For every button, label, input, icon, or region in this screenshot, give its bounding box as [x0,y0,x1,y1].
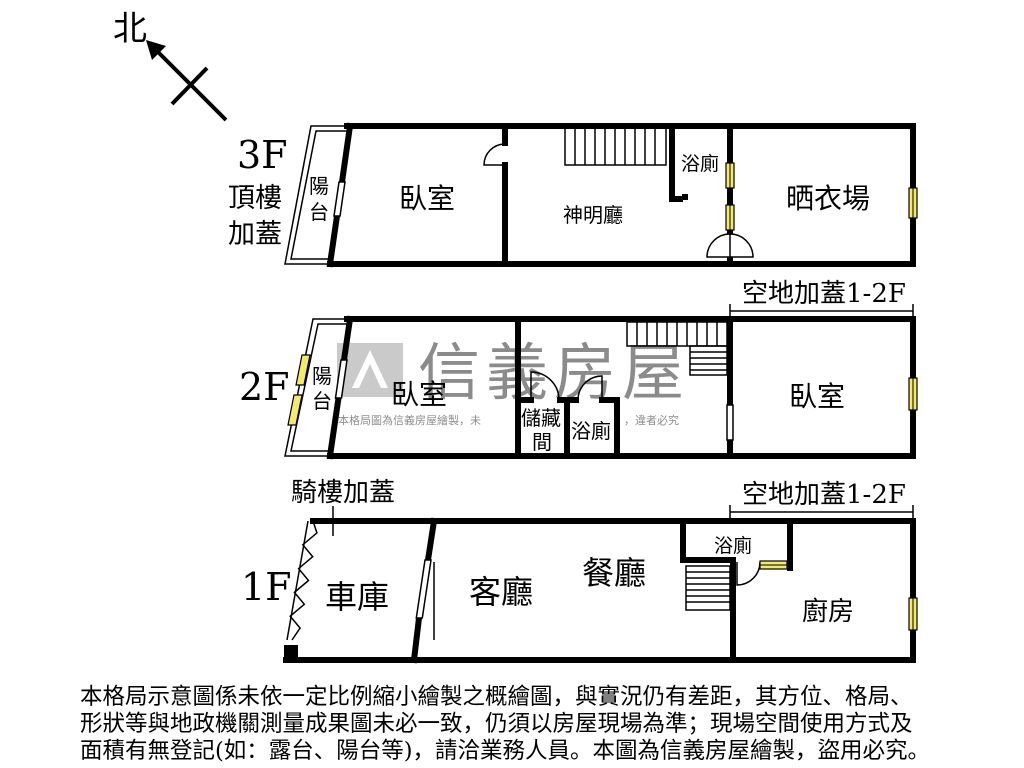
floor-1f-room-living-room: 客廳 [469,573,533,611]
floor-3f-bedroom-door-swing [483,143,506,166]
floor-3f-balcony-outline-inner [290,130,347,260]
floor-1f-extension-note: 空地加蓋1-2F [742,480,906,510]
disclaimer-line-1: 本格局示意圖係未依一定比例縮小繪製之概繪圖，與實況仍有差距，其方位、格局、 [80,684,913,710]
floor-2f-room-storage-line1: 儲藏 [521,406,561,430]
floor-2f-room-bedroom-rear: 臥室 [789,380,845,413]
floor-2f-wall-left-lower [326,394,342,460]
floor-1f-arcade-note: 騎樓加蓋 [291,478,395,508]
floor-1f-garage-folding-door [289,520,318,641]
north-arrow-crossbar [170,66,209,106]
floor-2f-storage-door-swing [530,371,560,401]
floor-2f-balcony-label-top: 陽 [312,364,332,388]
disclaimer-line-2: 形狀等與地政機關測量成果圖未必一致，仍須以房屋現場為準；現場空間使用方式及 [80,711,913,737]
floor-2f-wall-left-upper [340,315,354,364]
floor-2f-rear-bedroom-door [726,404,734,441]
floor-3f: 3F 頂樓 加蓋 陽 台 [228,122,918,268]
floor-3f-balcony-door [333,181,346,217]
floor-3f-bathroom-door-hinge [682,194,688,200]
watermark-brand: 信義房屋 [418,336,690,409]
floor-3f-room-shrine-hall: 神明廳 [563,203,623,227]
floor-3f-wall-left-upper [338,122,354,186]
floor-2f-extension-note: 空地加蓋1-2F [742,279,906,309]
floor-3f-rooftop-line2: 加蓋 [228,219,282,250]
floor-1f-garage-wall-upper [424,517,438,564]
watermark-notice-start: 本格局圖為信義房屋繪製，未 [338,413,481,427]
floor-2f-balcony-door [334,359,348,399]
floor-3f-wall-left-lower [326,212,341,268]
floor-1f-label: 1F [241,565,292,609]
floor-1f-room-kitchen: 廚房 [802,597,854,627]
north-compass: 北 [113,9,228,122]
floor-3f-stairs [564,127,667,166]
floor-1f-stairs [685,565,731,611]
floor-2f-room-bathroom: 浴廁 [571,419,611,443]
floor-3f-rooftop-line1: 頂樓 [228,183,282,214]
floor-3f-label: 3F [237,133,288,177]
floor-3f-balcony-label-bottom: 台 [309,200,329,224]
disclaimer-line-3: 面積有無登記(如：露台、陽台等)，請洽業務人員。本圖為信義房屋繪製，盜用必究。 [80,738,930,764]
disclaimer: 本格局示意圖係未依一定比例縮小繪製之概繪圖，與實況仍有差距，其方位、格局、 形狀… [80,684,930,764]
floor-1f-room-garage: 車庫 [325,578,389,616]
floor-1f-garage-door-post [284,645,298,660]
floor-1f-room-dining-room: 餐廳 [582,554,646,592]
floor-3f-balcony-label-top: 陽 [309,174,329,198]
floor-3f-room-bathroom: 浴廁 [681,152,719,175]
floor-2f-balcony-outline-inner [290,323,347,452]
watermark: 信義房屋 本格局圖為信義房屋繪製，未 ，違者必究 [337,336,690,427]
north-label: 北 [113,9,147,49]
floor-2f-label: 2F [239,365,290,409]
floor-3f-room-bedroom: 臥室 [399,182,455,215]
floor-2f-bathroom-door-swing [577,375,603,401]
floor-2f-balcony-outline-outer [284,318,350,457]
floor-2f-room-bedroom-front: 臥室 [391,378,447,411]
floor-1f-garage-door [415,559,432,619]
floor-2f-room-storage-line2: 間 [532,430,552,454]
floor-2f-balcony-label-bottom: 台 [312,389,332,413]
watermark-notice-end: ，違者必究 [624,413,679,427]
floor-2f: 2F 空地加蓋1-2F 陽 台 [239,279,918,460]
watermark-logo-figure [352,350,388,388]
floor-1f: 1F 騎樓加蓋 空地加蓋1-2F [241,478,918,664]
floor-3f-room-laundry-area: 晒衣場 [786,182,870,215]
floor-1f-garage-door-track [286,520,309,641]
floor-1f-garage-wall-lower [410,614,423,664]
floor-2f-balcony-window-upper [295,354,311,386]
floor-3f-balcony-outline-outer [284,125,350,265]
floor-1f-room-bathroom: 浴廁 [714,534,752,557]
floor-2f-balcony-window-lower [287,394,303,426]
north-arrow-head [146,40,166,60]
